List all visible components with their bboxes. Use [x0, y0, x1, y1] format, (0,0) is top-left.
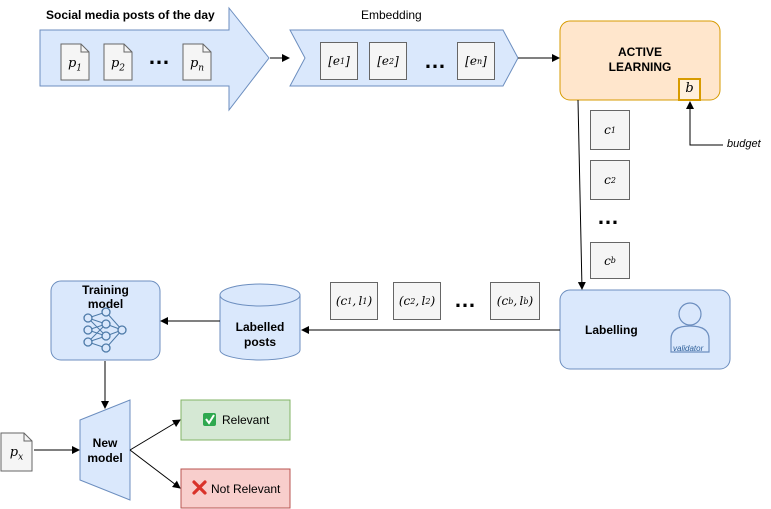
pair-2-c: 2: [410, 296, 416, 306]
pair-1-l: 1: [362, 296, 368, 306]
post-doc-2: p2: [103, 43, 133, 81]
embedding-1-sub: 1: [340, 56, 346, 66]
budget-box: [678, 78, 701, 101]
budget-label: budget: [727, 138, 761, 150]
embedding-2-base: e: [381, 54, 389, 68]
social-media-arrow: [39, 6, 270, 112]
pair-2-l: 2: [425, 296, 431, 306]
active-learning-line-2: LEARNING: [608, 60, 672, 74]
input-post-doc: px: [0, 432, 33, 472]
candidate-2-base: c: [604, 173, 611, 187]
embedding-1-base: e: [332, 54, 340, 68]
post-doc-1: p1: [60, 43, 90, 81]
relevant-label: Relevant: [222, 413, 270, 427]
check-mark-icon: [203, 413, 216, 426]
post-1-base: p: [67, 56, 77, 71]
active-learning-label: ACTIVE LEARNING: [560, 45, 720, 75]
post-1-sub: 1: [76, 63, 83, 74]
new-model-line-1: New: [92, 436, 118, 450]
candidate-1-sub: 1: [610, 125, 616, 135]
candidate-b-sub: b: [610, 256, 616, 265]
user-icon: [670, 302, 710, 353]
post-2-base: p: [110, 56, 120, 71]
candidate-2-sub: 2: [610, 175, 616, 185]
labelled-posts-line-1: Labelled: [235, 320, 285, 334]
cross-mark-icon: [192, 480, 207, 495]
labelling-label: Labelling: [585, 323, 638, 337]
pairs-ellipsis: …: [454, 287, 478, 312]
embedding-title: Embedding: [361, 8, 422, 22]
labelled-posts-label: Labelled posts: [220, 320, 300, 350]
candidate-b-base: c: [604, 253, 611, 268]
post-doc-n: pn: [182, 43, 212, 81]
pair-b-l: b: [523, 296, 529, 306]
input-post-base: p: [9, 445, 19, 460]
post-n-base: p: [189, 56, 199, 71]
new-model-trapezoid: [79, 399, 131, 501]
post-2-sub: 2: [119, 63, 126, 74]
arrow-newmodel-to-relevant: [129, 419, 181, 451]
arrow-budget: [686, 101, 723, 146]
new-model-label: New model: [80, 436, 130, 466]
pair-1-c: 1: [347, 296, 353, 306]
training-model-label: Training model: [51, 283, 160, 311]
embedding-2-sub: 2: [389, 56, 395, 66]
training-model-line-2: model: [87, 297, 124, 311]
input-post-sub: x: [18, 452, 24, 463]
post-n-sub: n: [198, 63, 205, 74]
relevant-box: [180, 399, 291, 441]
budget-variable: b: [685, 81, 694, 96]
candidates-ellipsis: …: [597, 204, 621, 229]
labelled-posts-line-2: posts: [243, 335, 276, 349]
embedding-n-base: e: [469, 54, 477, 68]
training-model-line-1: Training: [82, 283, 129, 297]
embeddings-ellipsis: …: [424, 48, 448, 73]
pair-b-c: b: [508, 296, 514, 306]
posts-ellipsis: …: [148, 44, 172, 69]
not-relevant-label: Not Relevant: [211, 482, 281, 496]
active-learning-line-1: ACTIVE: [617, 45, 662, 59]
neural-network-icon: [83, 307, 127, 353]
new-model-line-2: model: [87, 451, 123, 465]
arrow-active-to-labelling: [577, 99, 586, 290]
social-media-title: Social media posts of the day: [46, 8, 215, 22]
embedding-n-sub: n: [476, 56, 483, 66]
arrow-newmodel-to-notrelevant: [129, 449, 181, 489]
validator-label: validator: [673, 344, 704, 353]
candidate-1-base: c: [604, 123, 611, 137]
labelled-posts-cylinder: [219, 283, 301, 361]
